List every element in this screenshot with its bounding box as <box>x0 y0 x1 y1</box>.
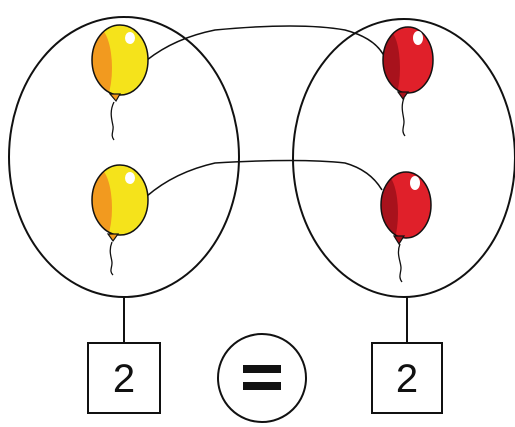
red-balloon-icon <box>376 27 433 136</box>
red-balloon-icon <box>374 172 431 282</box>
yellow-balloon-icon <box>84 25 148 140</box>
left-count-box: 2 <box>88 343 160 413</box>
right-count-box: 2 <box>372 343 442 413</box>
equals-sign-icon <box>218 334 306 422</box>
left-count-label: 2 <box>113 357 135 401</box>
yellow-balloon-icon <box>84 165 148 275</box>
matching-line-bottom <box>147 161 382 197</box>
right-count-label: 2 <box>396 357 418 401</box>
matching-line-top <box>147 26 384 60</box>
